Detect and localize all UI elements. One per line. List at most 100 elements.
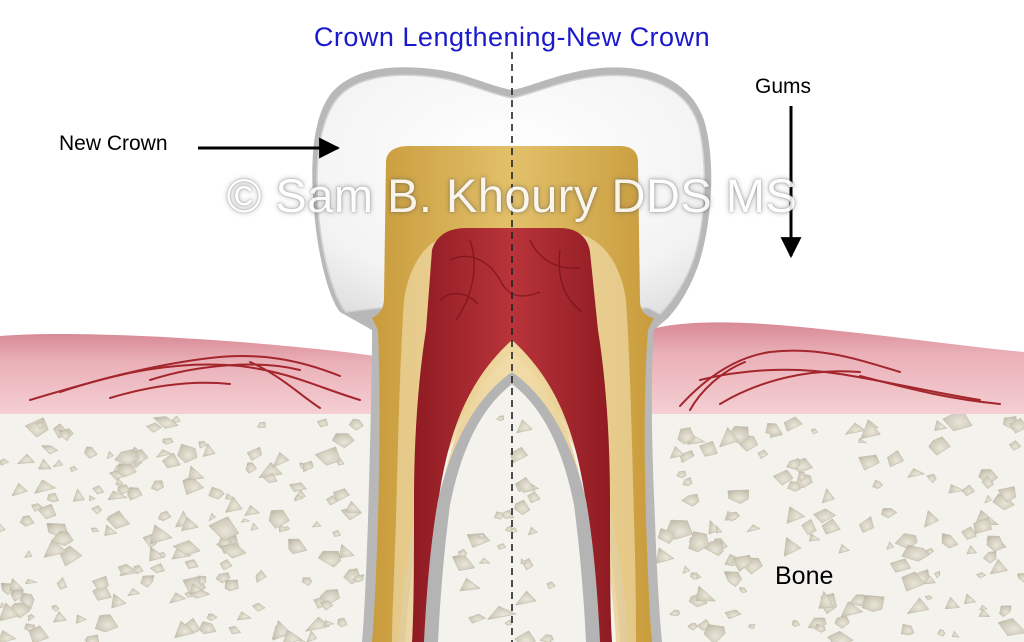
- bone-pore: [669, 609, 681, 617]
- bone-pore: [240, 518, 251, 523]
- bone-pore: [10, 589, 24, 602]
- bone-pore: [813, 508, 837, 524]
- bone-pore: [317, 550, 342, 568]
- bone-pore: [323, 620, 335, 627]
- bone-pore: [765, 422, 783, 436]
- bone-pore: [19, 592, 35, 610]
- bone-pore: [727, 489, 750, 504]
- bone-pore: [133, 564, 144, 575]
- bone-pore: [513, 499, 531, 516]
- bone-pore: [162, 452, 181, 469]
- bone-pore: [527, 491, 541, 504]
- bone-pore: [304, 616, 330, 632]
- bone-pore: [978, 608, 991, 618]
- bone-pore: [657, 528, 675, 544]
- bone-pore: [514, 630, 536, 642]
- bone-pore: [838, 543, 850, 554]
- bone-pore: [312, 521, 322, 528]
- bone-pore: [999, 605, 1012, 618]
- bone-pore: [810, 428, 819, 435]
- bone-pore: [496, 543, 507, 550]
- bone-pore: [834, 615, 850, 629]
- bone-pore: [726, 511, 741, 522]
- bone-pore: [41, 445, 59, 455]
- bone-pore: [104, 524, 118, 536]
- bone-pore: [46, 492, 59, 503]
- bone-pore: [682, 477, 693, 487]
- bone-pore: [208, 486, 225, 500]
- bone-pore: [887, 450, 904, 468]
- bone-pore: [695, 585, 716, 602]
- bone-pore: [682, 565, 691, 574]
- bone-pore: [348, 418, 364, 431]
- bone-pore: [452, 553, 475, 572]
- bone-label: Bone: [775, 562, 834, 590]
- bone-pore: [245, 462, 257, 474]
- bone-pore: [56, 577, 68, 590]
- bone-pore: [314, 446, 342, 466]
- bone-pore: [90, 527, 100, 533]
- bone-pore: [244, 505, 260, 517]
- bone-pore: [228, 625, 241, 635]
- bone-pore: [92, 485, 105, 495]
- bone-pore: [268, 509, 290, 529]
- bone-pore: [934, 570, 941, 579]
- bone-pore: [189, 583, 203, 595]
- bone-pore: [182, 475, 204, 495]
- bone-pore: [468, 613, 486, 624]
- inter-root-bone-pores: [452, 415, 556, 642]
- bone-pore: [206, 613, 218, 622]
- bone-pore: [52, 459, 64, 468]
- bone-pore: [337, 617, 348, 628]
- bone-pore: [24, 550, 33, 558]
- bone-pore: [861, 594, 885, 612]
- bone-pore: [50, 530, 74, 547]
- bone-pore: [0, 630, 16, 642]
- bone-pore: [981, 475, 994, 489]
- bone-pore: [997, 486, 1017, 503]
- bone-pore: [783, 537, 802, 557]
- bone-pore: [344, 500, 362, 513]
- bone-pore: [880, 508, 898, 519]
- bone-pore: [546, 581, 556, 590]
- bone-pore: [934, 420, 948, 431]
- bone-pore: [928, 436, 951, 456]
- bone-pore: [27, 613, 35, 622]
- bone-pore: [116, 463, 137, 478]
- bone-pore: [188, 465, 205, 481]
- bone-pore: [331, 433, 355, 449]
- bone-pore: [146, 422, 162, 433]
- bone-pore: [156, 449, 173, 458]
- diagram-title: Crown Lengthening-New Crown: [313, 22, 711, 52]
- bone-pore: [772, 469, 794, 486]
- bone-pore: [52, 610, 67, 623]
- bone-pore: [821, 488, 835, 504]
- bone-pore: [907, 468, 925, 478]
- bone-pore: [786, 457, 801, 470]
- bone-pore: [997, 618, 1024, 637]
- bone-pore: [889, 558, 912, 573]
- bone-pore: [539, 634, 554, 642]
- pulp-vessels: [439, 239, 583, 321]
- bone-pore: [92, 584, 112, 601]
- bone-pore: [676, 470, 687, 479]
- bone-pore: [106, 511, 131, 530]
- bone-pore: [0, 458, 9, 466]
- bone-pore: [177, 443, 198, 464]
- bone-pore: [339, 543, 355, 559]
- bone-pore: [58, 429, 71, 442]
- bone-pore: [19, 515, 35, 527]
- bone-pore: [924, 595, 933, 601]
- gums-label: Gums: [755, 75, 812, 98]
- bone-pore: [106, 451, 114, 460]
- bone-pore: [198, 440, 208, 449]
- bone-pore: [202, 443, 216, 457]
- bone-pore: [72, 488, 85, 502]
- bone-pore: [75, 614, 87, 624]
- bone-pore: [821, 518, 841, 535]
- bone-pore: [786, 506, 806, 524]
- bone-pore: [236, 611, 252, 621]
- bone-pore: [858, 437, 867, 444]
